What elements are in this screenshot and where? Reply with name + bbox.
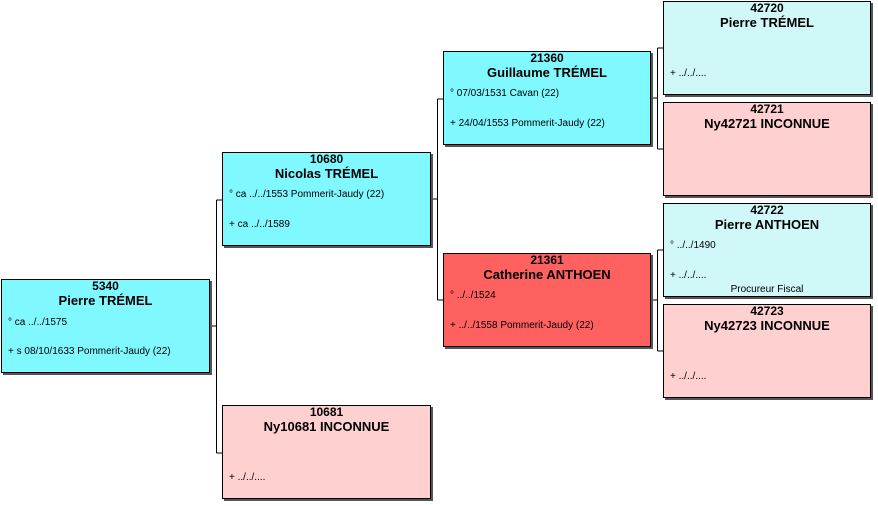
person-name: Ny42721 INCONNUE bbox=[704, 116, 830, 131]
birth-info: ° 07/03/1531 Cavan (22) bbox=[450, 88, 560, 99]
death-info: + s 08/10/1633 Pommerit-Jaudy (22) bbox=[8, 346, 171, 357]
person-number: 10680 bbox=[309, 152, 344, 166]
person-name: Pierre TRÉMEL bbox=[720, 15, 814, 30]
person-number: 21360 bbox=[530, 51, 564, 65]
occupation-note: Procureur Fiscal bbox=[730, 284, 804, 295]
person-box-42722[interactable]: 42722 Pierre ANTHOEN ° ../../1490 + ../.… bbox=[663, 203, 871, 297]
person-box-5340[interactable]: 5340 Pierre TRÉMEL ° ca ../../1575 + s 0… bbox=[1, 279, 210, 373]
person-box-21361[interactable]: 21361 Catherine ANTHOEN ° ../../1524 + .… bbox=[443, 253, 651, 347]
person-box-42721[interactable]: 42721 Ny42721 INCONNUE bbox=[663, 102, 871, 196]
person-name: Ny42723 INCONNUE bbox=[704, 318, 830, 333]
death-info: + ca ../../1589 bbox=[229, 219, 290, 230]
person-number: 42722 bbox=[750, 203, 784, 217]
birth-info: ° ca ../../1553 Pommerit-Jaudy (22) bbox=[229, 189, 385, 200]
person-box-42720[interactable]: 42720 Pierre TRÉMEL + ../../.... bbox=[663, 1, 871, 95]
person-number: 5340 bbox=[92, 279, 119, 293]
person-name: Ny10681 INCONNUE bbox=[263, 419, 390, 434]
birth-info: ° ca ../../1575 bbox=[8, 317, 68, 328]
person-number: 42721 bbox=[750, 102, 784, 116]
death-info: + ../../.... bbox=[229, 472, 266, 483]
death-info: + ../../.... bbox=[670, 371, 707, 382]
death-info: + ../../.... bbox=[670, 68, 707, 79]
person-number: 42723 bbox=[750, 304, 784, 318]
person-name: Guillaume TRÉMEL bbox=[487, 65, 607, 80]
person-name: Nicolas TRÉMEL bbox=[274, 166, 379, 181]
person-name: Pierre TRÉMEL bbox=[58, 293, 153, 308]
person-box-42723[interactable]: 42723 Ny42723 INCONNUE + ../../.... bbox=[663, 304, 871, 398]
person-box-21360[interactable]: 21360 Guillaume TRÉMEL ° 07/03/1531 Cava… bbox=[443, 51, 651, 145]
death-info: + ../../1558 Pommerit-Jaudy (22) bbox=[450, 320, 594, 331]
person-box-10681[interactable]: 10681 Ny10681 INCONNUE + ../../.... bbox=[222, 405, 431, 499]
person-number: 21361 bbox=[530, 253, 564, 267]
person-number: 10681 bbox=[309, 405, 344, 419]
person-name: Pierre ANTHOEN bbox=[714, 217, 820, 232]
death-info: + 24/04/1553 Pommerit-Jaudy (22) bbox=[450, 118, 605, 129]
birth-info: ° ../../1490 bbox=[670, 240, 716, 251]
person-number: 42720 bbox=[750, 1, 784, 15]
birth-info: ° ../../1524 bbox=[450, 290, 496, 301]
person-box-10680[interactable]: 10680 Nicolas TRÉMEL ° ca ../../1553 Pom… bbox=[222, 152, 431, 246]
person-name: Catherine ANTHOEN bbox=[483, 267, 611, 282]
death-info: + ../../.... bbox=[670, 270, 707, 281]
